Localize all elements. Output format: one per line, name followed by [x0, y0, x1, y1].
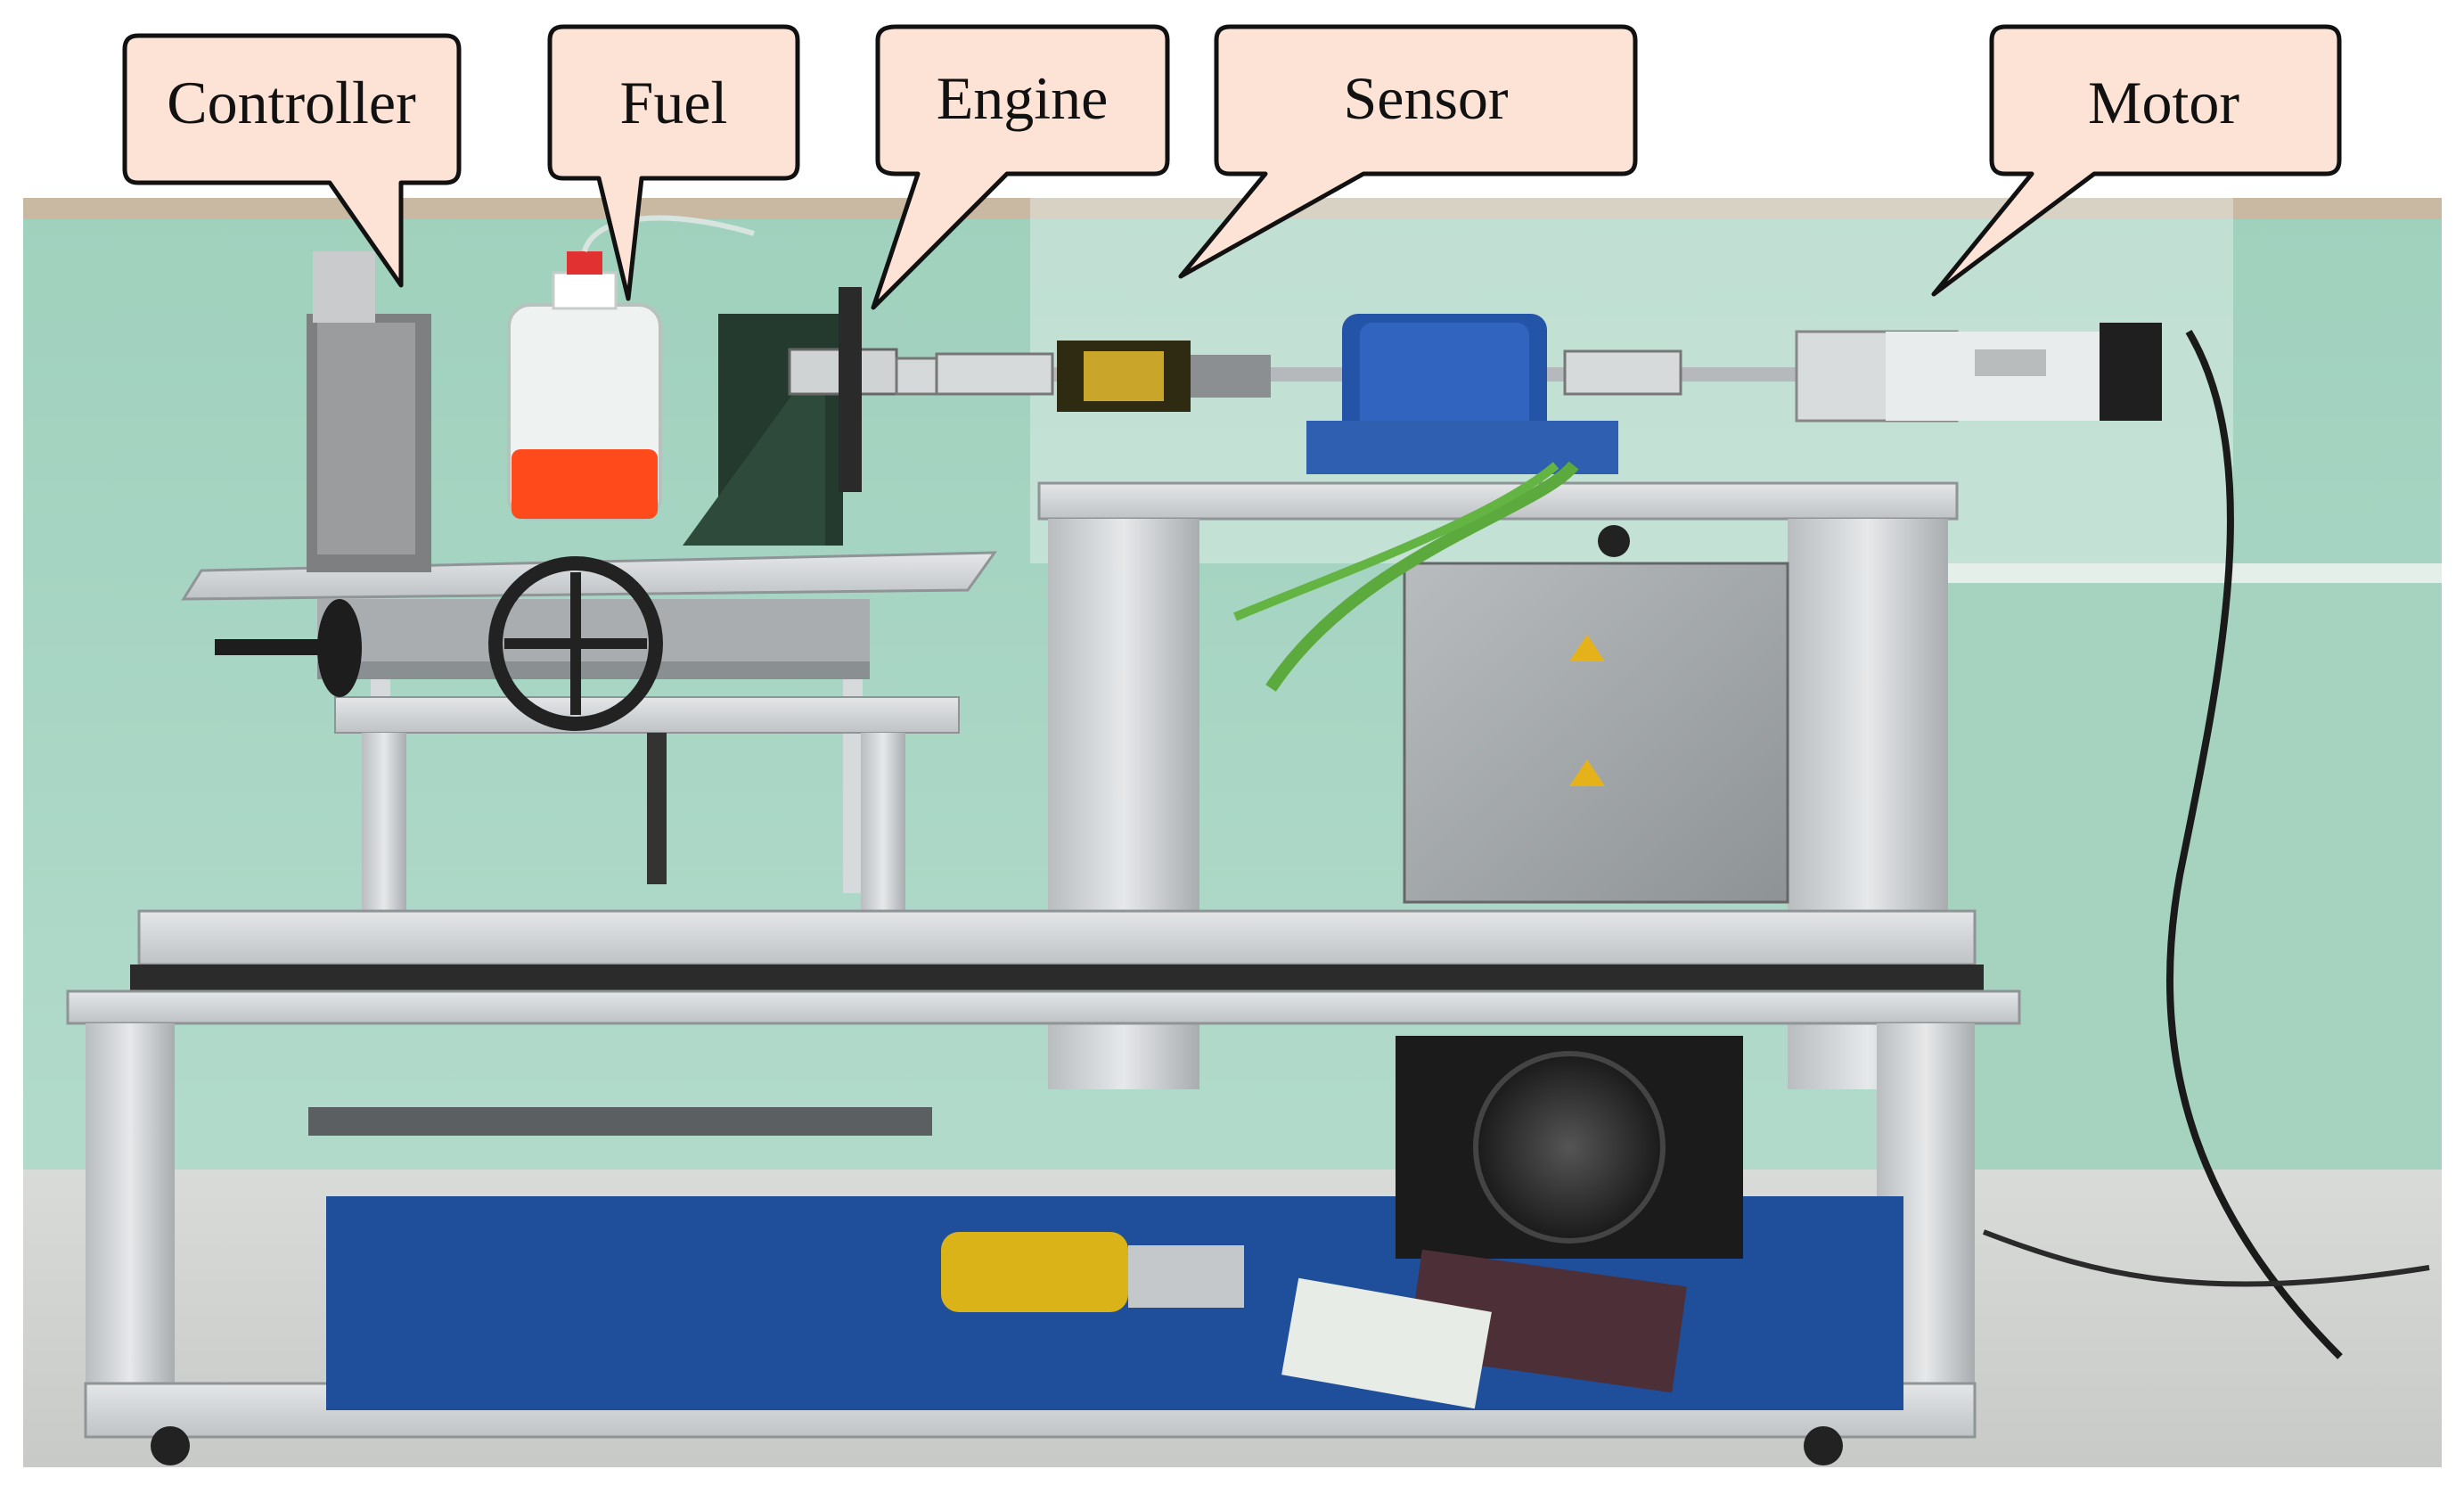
- callout-label-fuel: Fuel: [620, 69, 728, 136]
- fuel-bottle: [507, 215, 755, 521]
- callout-label-sensor: Sensor: [1343, 64, 1508, 132]
- callout-controller: Controller: [122, 33, 462, 288]
- callout-motor: Motor: [1931, 24, 2342, 297]
- torque-sensor: [1057, 341, 1271, 412]
- engine-platform: [181, 551, 997, 945]
- motor: [1795, 323, 2162, 423]
- control-box: [1233, 461, 1789, 904]
- callout-fuel: Fuel: [547, 24, 800, 301]
- callout-sensor: Sensor: [1178, 24, 1638, 279]
- floor-cable: [1982, 1229, 2430, 1287]
- main-frame: [66, 481, 2021, 1465]
- lower-shelf: [308, 1036, 1903, 1410]
- callout-label-controller: Controller: [167, 69, 416, 136]
- test-bench-photo: [23, 198, 2442, 1467]
- motor-cable: [2165, 329, 2343, 1359]
- callout-label-motor: Motor: [2088, 69, 2239, 136]
- callout-engine: Engine: [871, 24, 1170, 310]
- controller-unit: [307, 251, 431, 572]
- callout-label-engine: Engine: [937, 64, 1109, 132]
